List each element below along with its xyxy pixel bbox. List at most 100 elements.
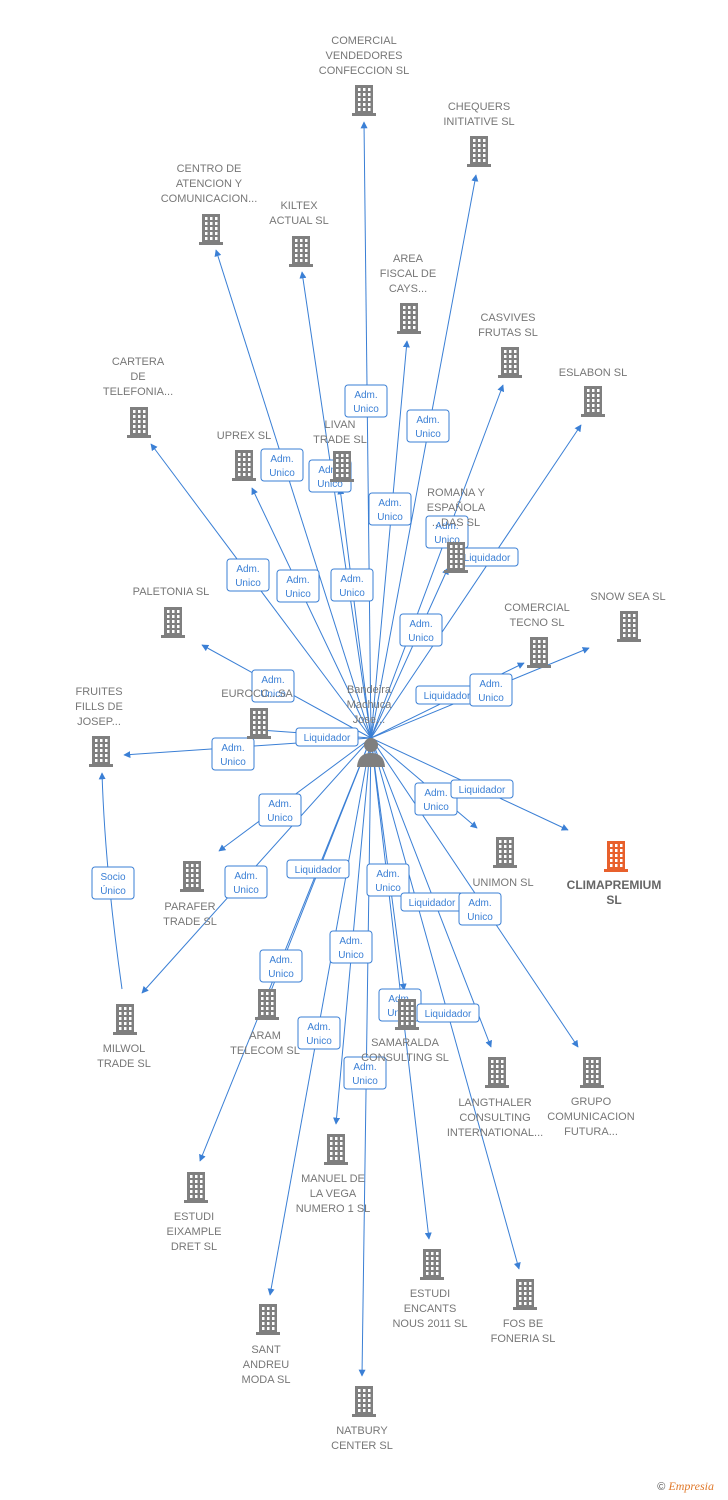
relation-label: Adm.Unico: [259, 949, 303, 983]
company-name-line: NOUS 2011 SL: [392, 1318, 467, 1330]
relation-label: Liquidador: [295, 727, 359, 747]
company-node-eslabon[interactable]: ESLABON SL: [559, 367, 627, 417]
relation-label: Adm. Unico: [399, 613, 443, 647]
company-name-line: AREA: [393, 253, 424, 265]
relation-label: Liquidador: [455, 547, 519, 567]
relation-label: Liquidador: [286, 859, 350, 879]
company-node-snow_sea[interactable]: SNOW SEA SL: [590, 591, 666, 642]
relation-label-text: Unico: [478, 693, 504, 704]
relation-label-text: Adm.: [468, 898, 491, 909]
relation-label: Adm.Unico: [276, 569, 320, 603]
edge-line-center-centro_atencion: [214, 249, 372, 739]
company-name-line: ESLABON SL: [559, 367, 627, 379]
building-icon: [352, 85, 376, 116]
relation-label: Adm.Unico: [366, 863, 410, 897]
building-icon: [397, 303, 421, 334]
relation-label: Adm.Unico: [458, 892, 502, 926]
relation-label-text: Unico: [260, 689, 286, 700]
relation-label-text: Adm.: [353, 1062, 376, 1073]
relation-label-text: Unico: [220, 757, 246, 768]
relation-label: Liquidador: [416, 1003, 480, 1023]
company-name-line: CENTRO DE: [177, 163, 242, 175]
edge-line-center-romana: [370, 567, 449, 739]
company-name-line: COMUNICACION...: [161, 193, 258, 205]
brand-logo-text[interactable]: Empresia: [668, 1479, 714, 1493]
company-name-line: SAMARALDA: [371, 1037, 440, 1049]
relation-label-text: Adm.: [479, 679, 502, 690]
company-name-line: UNIMON SL: [472, 877, 533, 889]
relation-label-text: Unico: [434, 535, 460, 546]
relation-label-text: Unico: [377, 512, 403, 523]
building-icon: [444, 542, 468, 573]
company-node-paletonia[interactable]: PALETONIA SL: [133, 586, 210, 638]
relation-label-text: Unico: [423, 802, 449, 813]
edge-line-center-eslabon: [370, 424, 582, 739]
company-node-grupo[interactable]: GRUPOCOMUNICACIONFUTURA...: [547, 1057, 635, 1138]
edge-line-center-casvives: [370, 384, 505, 739]
relation-label-text: Adm.: [409, 619, 432, 630]
company-name-line: TELEFONIA...: [103, 386, 173, 398]
company-node-uprex[interactable]: UPREX SL: [217, 430, 271, 481]
relation-label-text: Adm.: [435, 521, 458, 532]
relation-label: Adm.Unico: [343, 1056, 387, 1090]
relation-label-text: Adm.: [234, 871, 257, 882]
company-node-langthaler[interactable]: LANGTHALERCONSULTINGINTERNATIONAL...: [447, 1057, 543, 1139]
relation-label-text: Adm.: [268, 799, 291, 810]
company-node-cartera[interactable]: CARTERADETELEFONIA...: [103, 356, 173, 438]
company-name-line: TRADE SL: [163, 916, 217, 928]
relation-label-text: Unico: [339, 588, 365, 599]
relation-label: Adm.Unico: [414, 782, 458, 816]
relation-label-text: Adm.: [318, 465, 341, 476]
relation-label-text: Unico: [269, 468, 295, 479]
relation-label-text: Único: [100, 884, 126, 897]
relation-label-text: Socio: [100, 872, 125, 883]
relation-label: Adm.Unico: [226, 558, 270, 592]
relation-label-text: Unico: [235, 578, 261, 589]
relation-label-text: Adm.: [307, 1022, 330, 1033]
building-icon: [493, 837, 517, 868]
company-name-line: TRADE SL: [97, 1058, 151, 1070]
company-name-line: SNOW SEA SL: [590, 591, 665, 603]
building-icon: [604, 841, 628, 872]
company-node-eurocc[interactable]: EUROCC...SA: [221, 688, 293, 739]
company-name-line: EUROCC...SA: [221, 688, 293, 700]
center-person[interactable]: BandeiraMachucaJose...: [347, 684, 393, 767]
company-name-line: CASVIVES: [480, 312, 535, 324]
company-name-line: SANT: [251, 1344, 281, 1356]
company-name-line: ARAM: [249, 1030, 281, 1042]
relation-label-text: Unico: [233, 885, 259, 896]
building-icon: [420, 1249, 444, 1280]
relation-label-text: Adm.: [286, 575, 309, 586]
company-name-line: TECNO SL: [509, 617, 564, 629]
relation-label-text: Adm.: [269, 955, 292, 966]
relation-label-text: Unico: [408, 633, 434, 644]
company-node-unimon[interactable]: UNIMON SL: [472, 837, 534, 889]
building-icon: [232, 450, 256, 481]
company-name-line: LA VEGA: [310, 1188, 357, 1200]
building-icon: [184, 1172, 208, 1203]
company-name-line: ...DAS SL: [432, 517, 480, 529]
